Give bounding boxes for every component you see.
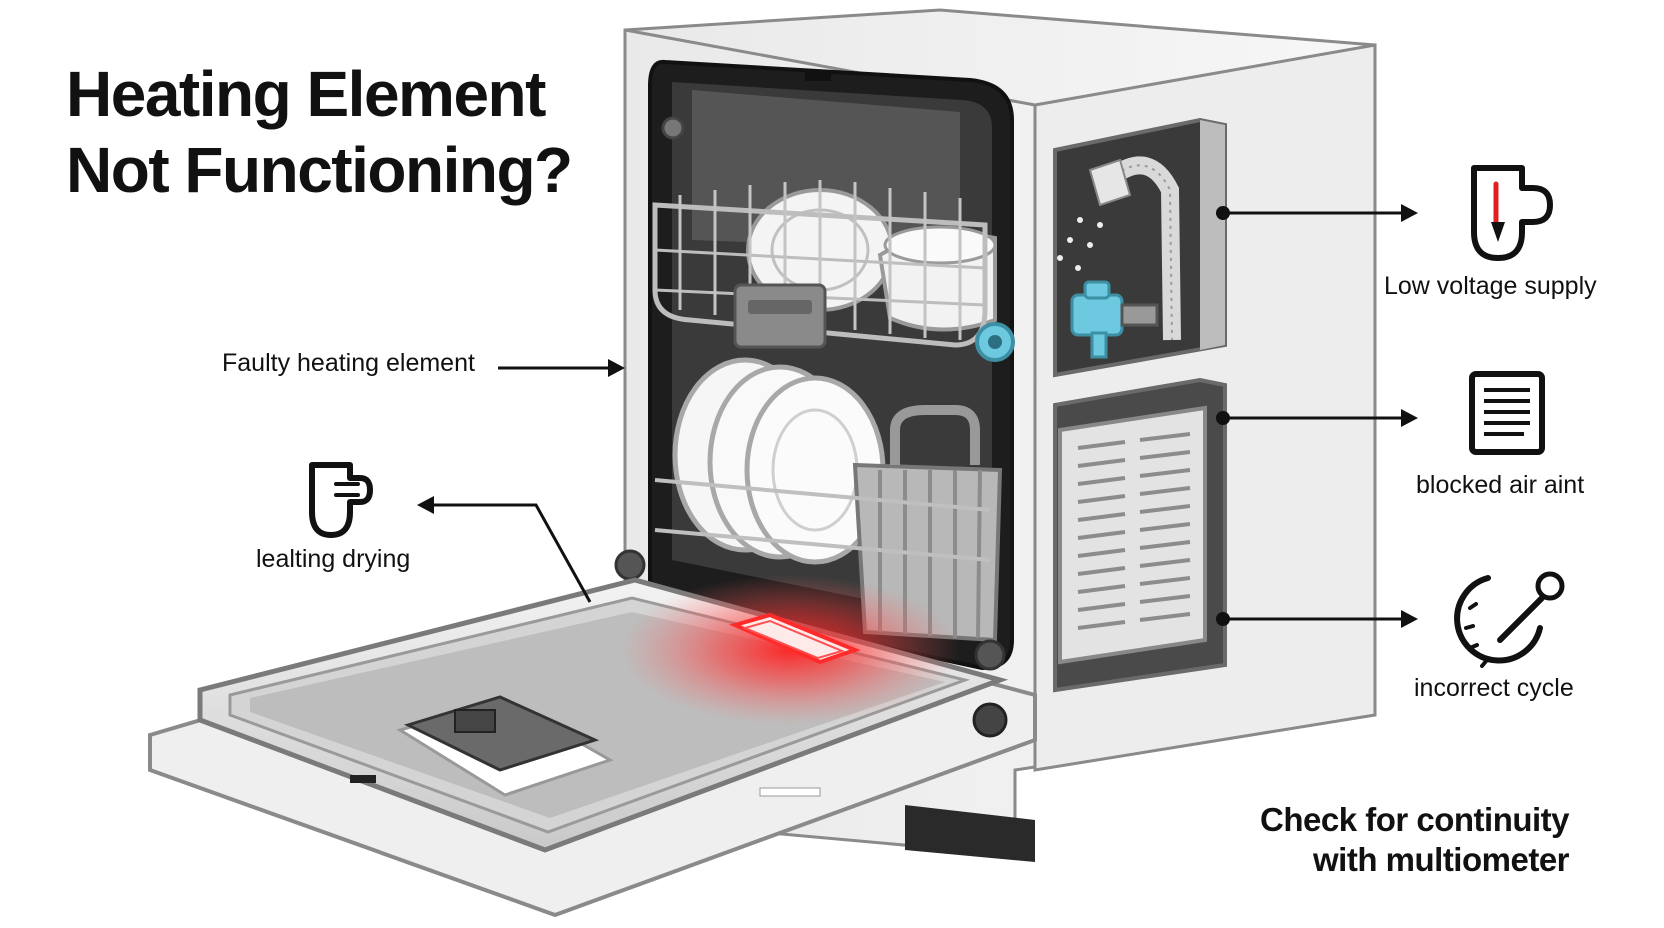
vent-document-icon (1469, 371, 1545, 455)
label-drying: lealting drying (256, 545, 411, 573)
inlet-valve-compartment (1053, 117, 1227, 378)
lower-rack (614, 357, 1006, 671)
drying-cup-icon (309, 462, 373, 538)
label-faulty-heating-element: Faulty heating element (222, 349, 475, 377)
title-line-2: Not Functioning? (66, 134, 573, 206)
arrow-incorrect-cycle (1216, 610, 1418, 628)
label-incorrect-cycle: incorrect cycle (1414, 674, 1574, 702)
continuity-note: Check for continuity with multiometer (1260, 800, 1570, 880)
cycle-dial-icon (1454, 571, 1565, 668)
heating-element (620, 575, 960, 725)
note-line-1: Check for continuity (1260, 801, 1570, 838)
arrow-low-voltage (1216, 204, 1418, 222)
arrow-blocked-air (1216, 409, 1418, 427)
arrow-faulty-heating-element (498, 359, 625, 377)
callout-arrows (417, 204, 1418, 628)
upper-rack (652, 116, 1015, 362)
title-line-1: Heating Element (66, 58, 546, 130)
page-title: Heating Element Not Functioning? (66, 56, 573, 208)
label-blocked-air: blocked air aint (1416, 471, 1585, 499)
plug-thermometer-icon (1471, 165, 1553, 261)
air-vent-compartment (1053, 377, 1227, 693)
note-line-2: with multiometer (1313, 841, 1570, 878)
label-low-voltage: Low voltage supply (1384, 272, 1597, 300)
arrow-drying (417, 496, 592, 603)
